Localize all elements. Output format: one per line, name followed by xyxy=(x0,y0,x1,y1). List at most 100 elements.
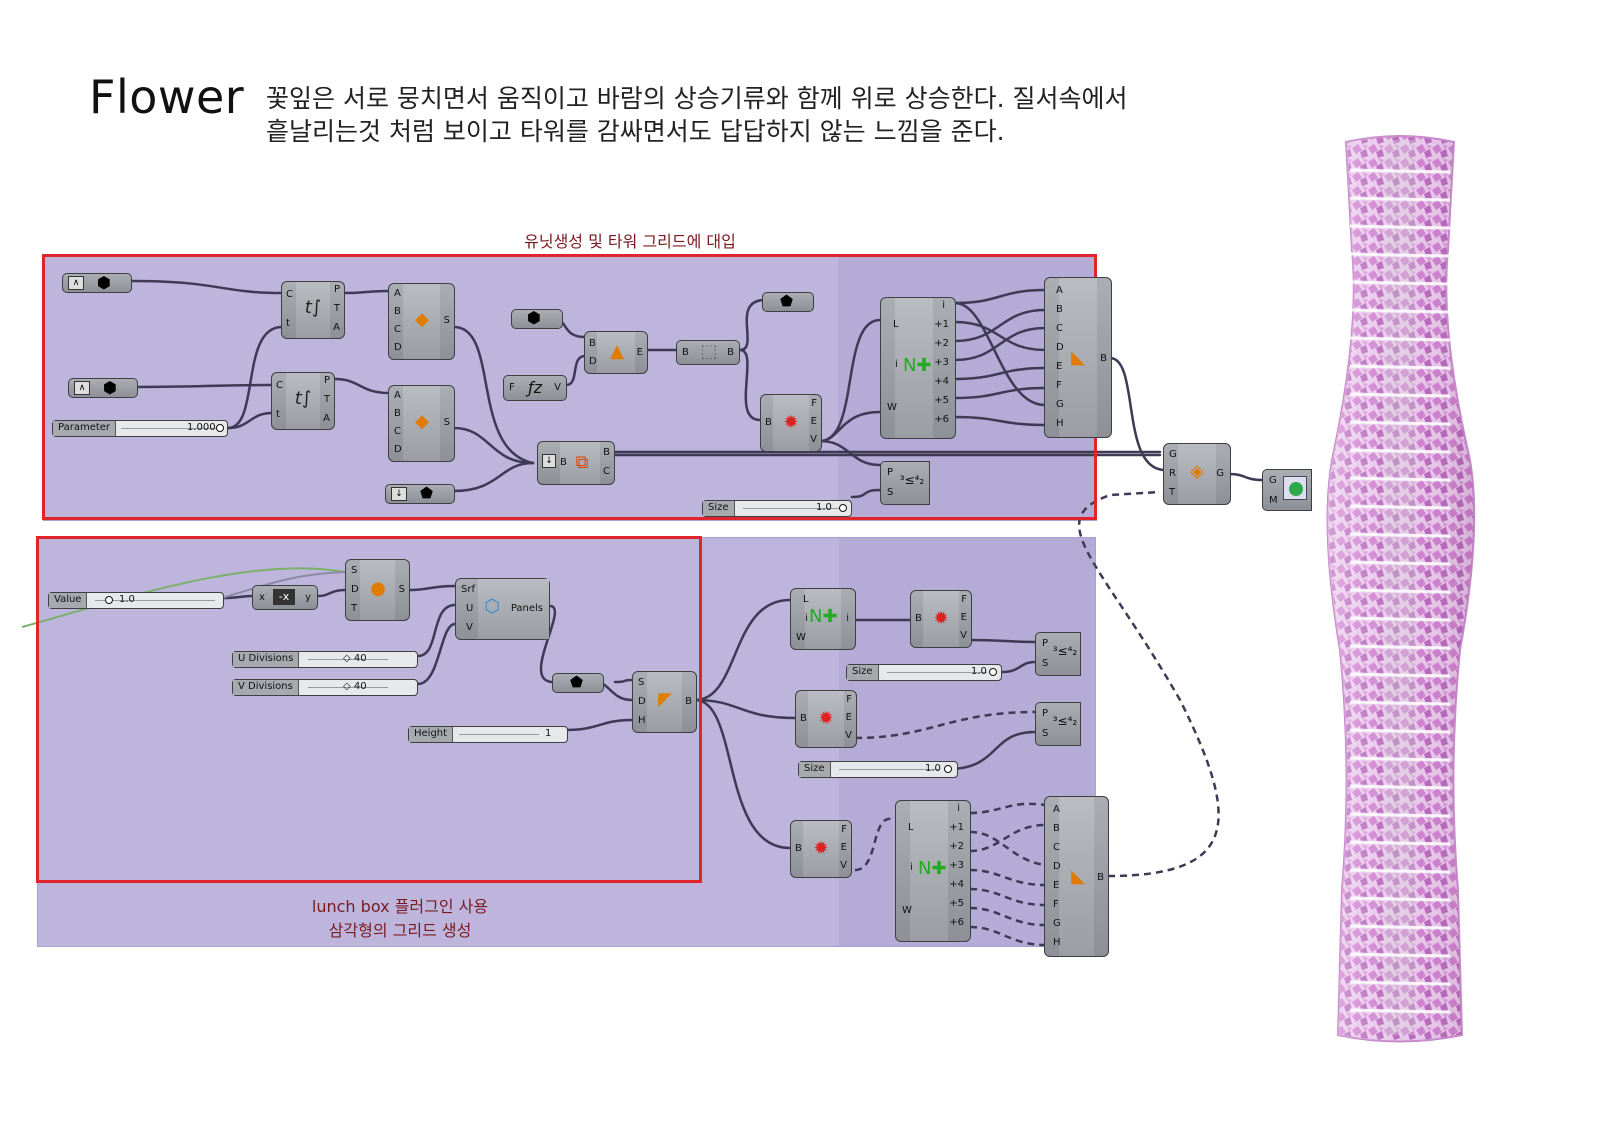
rotate-component[interactable]: S D T S ● xyxy=(345,559,410,621)
slider-knob[interactable] xyxy=(105,596,113,604)
port-label: G xyxy=(1053,918,1061,929)
port-label: t xyxy=(276,409,280,420)
wire xyxy=(693,698,792,850)
port-label: E xyxy=(810,416,817,427)
port-label: V xyxy=(554,382,561,393)
wire xyxy=(953,320,1047,352)
list-item-mid[interactable]: L i W i N✚ xyxy=(790,588,856,650)
wire xyxy=(226,325,284,430)
triangle-panels-icon: ⬡ xyxy=(484,596,500,617)
deconstruct-brep-1[interactable]: B F E V ✹ xyxy=(760,394,822,452)
port-label: C xyxy=(603,466,610,477)
floor-band xyxy=(1349,448,1451,454)
port-label: x xyxy=(259,592,265,603)
floor-band xyxy=(1349,616,1451,622)
floor-band xyxy=(1349,756,1451,762)
wire xyxy=(452,461,535,493)
height-slider[interactable]: Height 1 xyxy=(408,726,568,743)
v-divisions-slider[interactable]: V Divisions ◇ 40 xyxy=(232,679,418,696)
port-label: +3 xyxy=(934,357,949,368)
slider-label: Value xyxy=(49,593,88,608)
port-label: D xyxy=(1056,342,1064,353)
floor-band xyxy=(1349,896,1451,902)
port-label: D xyxy=(394,444,402,455)
wire xyxy=(953,415,1047,427)
evaluate-curve-1[interactable]: C t P T A t∫ xyxy=(281,281,345,339)
four-point-surface-2[interactable]: A B C D S ◆ xyxy=(388,385,455,462)
port-label: E xyxy=(840,842,847,853)
size-slider-mid-1[interactable]: Size 1.0 xyxy=(846,664,1002,681)
port-label: F xyxy=(846,694,852,705)
extrude-2-component[interactable]: S D H B ◤ xyxy=(632,671,697,733)
wire xyxy=(226,411,274,430)
four-point-surface-1[interactable]: A B C D S ◆ xyxy=(388,283,455,360)
port-label: +3 xyxy=(949,860,964,871)
wire xyxy=(564,354,587,387)
u-divisions-slider[interactable]: U Divisions ◇ 40 xyxy=(232,651,418,668)
wire xyxy=(416,622,457,686)
extrude-component[interactable]: B D E ▲ xyxy=(584,331,648,374)
floor-band xyxy=(1349,952,1451,958)
port-label: F xyxy=(1056,380,1062,391)
port-label: T xyxy=(333,303,340,314)
curve-param-2[interactable]: ∧ ⬢ xyxy=(68,378,138,398)
slider-knob[interactable] xyxy=(989,668,997,676)
box-component[interactable]: B B ⬚ xyxy=(676,340,740,365)
deconstruct-brep-3[interactable]: B F E V ✹ xyxy=(795,690,857,748)
brep-param[interactable]: ⬟ xyxy=(762,292,814,312)
point-list-mid-1[interactable]: P S ³≤⁴₂ xyxy=(1035,632,1081,676)
size-slider-top[interactable]: Size 1.0 xyxy=(702,500,852,517)
bottom-group-caption: lunch box 플러그인 사용 삼각형의 그리드 생성 xyxy=(270,893,530,941)
evaluate-curve-2[interactable]: C t P T A t∫ xyxy=(271,372,335,430)
floor-band xyxy=(1349,280,1451,286)
vector-param[interactable]: ⬢ xyxy=(511,309,563,329)
wire xyxy=(333,377,391,395)
point-list-mid-2[interactable]: P S ³≤⁴₂ xyxy=(1035,702,1081,746)
deconstruct-brep-4[interactable]: B F E V ✹ xyxy=(790,820,852,878)
floor-band xyxy=(1349,392,1451,398)
value-slider[interactable]: Value 1.0 xyxy=(48,592,224,609)
wire-green xyxy=(21,567,346,628)
deconstruct-brep-2[interactable]: B F E V ✹ xyxy=(910,590,972,648)
floor-band xyxy=(1349,980,1451,986)
curve-icon: ⬢ xyxy=(97,273,111,292)
port-label: E xyxy=(1053,880,1060,891)
surface-param[interactable]: ⬟ xyxy=(552,673,604,693)
dashed-wire xyxy=(854,710,1036,740)
slider-knob[interactable] xyxy=(216,424,224,432)
wire xyxy=(316,588,347,598)
extrude-icon: ◤ xyxy=(658,689,672,710)
port-label: L xyxy=(908,822,914,833)
port-label: V xyxy=(845,730,852,741)
parameter-slider[interactable]: Parameter 1.000 xyxy=(52,420,228,437)
group-transform[interactable]: G R T G ◈ xyxy=(1163,443,1231,505)
wire xyxy=(408,584,457,592)
slider-knob[interactable] xyxy=(839,504,847,512)
floor-band xyxy=(1349,364,1451,370)
bounding-component[interactable]: ↓ B B C ⧉ xyxy=(537,441,615,485)
curve-param-1[interactable]: ∧ ⬢ xyxy=(62,273,132,293)
floor-band xyxy=(1349,784,1451,790)
point-list-top[interactable]: P S ³≤⁴₂ xyxy=(880,461,930,505)
size-slider-mid-2[interactable]: Size 1.0 xyxy=(798,761,958,778)
box-morph-bottom[interactable]: A B C D E F G H B ◣ xyxy=(1044,796,1109,957)
negative-component[interactable]: x y -x xyxy=(252,585,318,610)
port-label: B xyxy=(394,408,401,419)
curve-icon: ⬢ xyxy=(103,378,117,397)
panels-component[interactable]: Srf U V Panels ⬡ xyxy=(455,578,550,640)
input-icon: ↓ xyxy=(542,454,556,468)
port-label: F xyxy=(1053,899,1059,910)
list-item-bottom[interactable]: L i W i +1 +2 +3 +4 +5 +6 N✚ xyxy=(895,800,971,942)
brep-param-lower[interactable]: ↓ ⬟ xyxy=(385,484,455,504)
slider-knob[interactable] xyxy=(944,765,952,773)
box-morph-top[interactable]: A B C D E F G H B ◣ xyxy=(1044,277,1112,438)
slider-value: 1.0 xyxy=(119,594,135,605)
port-label: U xyxy=(466,603,474,614)
expression-component[interactable]: F V ƒz xyxy=(503,375,567,401)
port-label: +2 xyxy=(934,338,949,349)
caption-line-1: lunch box 플러그인 사용 xyxy=(311,897,489,916)
dashed-wire xyxy=(969,823,1046,853)
wire xyxy=(1108,356,1167,472)
custom-preview[interactable]: G M xyxy=(1262,469,1312,511)
list-item-top[interactable]: L i W i +1 +2 +3 +4 +5 +6 N✚ xyxy=(880,297,956,439)
